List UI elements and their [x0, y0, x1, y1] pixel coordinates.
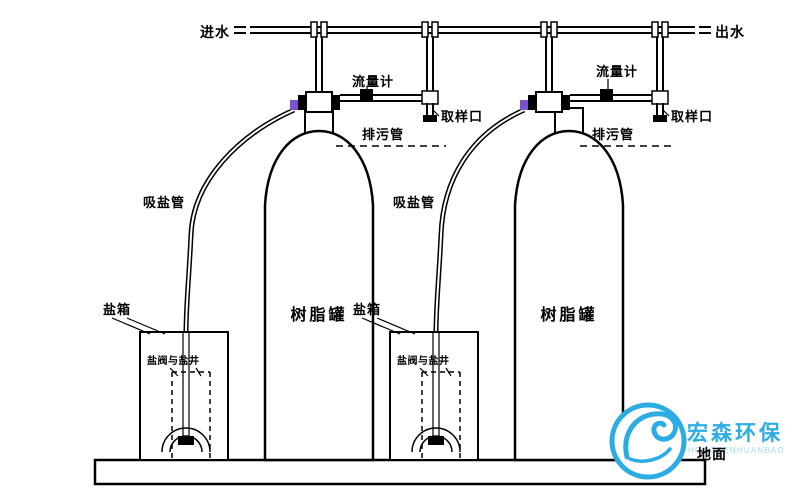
salt-valve-well-1-label: 盐阀与盐井: [147, 354, 200, 367]
salt-box-1-label: 盐箱: [103, 302, 131, 317]
tank-1-vessel: [263, 129, 375, 462]
flow-meter-2-fitting: [600, 89, 613, 102]
flow-meter-2-label: 流量计: [596, 64, 638, 79]
resin-tank-2-label: 树脂罐: [540, 305, 597, 324]
drain-pipe-1-label: 排污管: [362, 127, 404, 142]
salt-suction-pipe-2: [433, 107, 526, 335]
valve-2-purple-fitting: [520, 100, 528, 110]
sampling-port-2-label: 取样口: [671, 109, 713, 124]
sampling-port-1-label: 取样口: [441, 109, 483, 124]
inlet-label: 进水: [200, 24, 230, 40]
outlet-pipe-2: [570, 89, 669, 122]
outlet-pipe-1: [340, 89, 439, 122]
elbow-1: [421, 90, 439, 105]
resin-tank-1: 树脂罐: [263, 107, 375, 462]
salt-valve-well-2-label: 盐阀与盐井: [397, 354, 450, 367]
logo-mark-wave: [628, 447, 672, 463]
logo-mark: [623, 411, 678, 460]
sampling-port-2-cap: [653, 115, 667, 122]
main-pipe-flanges: [310, 21, 669, 38]
resin-tank-2: 树脂罐: [513, 107, 625, 462]
drain-pipe-2-label: 排污管: [592, 127, 634, 142]
logo-subtitle-text: HONGSENHUANBAO: [688, 446, 785, 455]
salt-box-2-label: 盐箱: [353, 302, 381, 317]
logo-name-text: 宏森环保: [687, 421, 783, 445]
elbow-2: [651, 90, 669, 105]
base-platform: [93, 458, 707, 486]
labels: 进水 出水 流量计 流量计 取样口 取样口 排污管 排污管 吸盐管 吸盐管 盐箱…: [103, 24, 745, 335]
flow-meter-1-label: 流量计: [352, 74, 394, 89]
flow-meter-1-fitting: [360, 89, 373, 102]
main-pipe: [234, 26, 711, 34]
salt-suction-pipe-1: [183, 107, 296, 335]
control-valve-1: [290, 91, 340, 113]
brine-valve-1: [178, 436, 194, 445]
salt-box-2: 盐阀与盐井: [389, 331, 479, 461]
valve-1-purple-fitting: [290, 100, 298, 110]
brine-valve-2: [428, 436, 444, 445]
company-logo: 宏森环保 HONGSENHUANBAO: [609, 402, 785, 480]
ground-label: 地面: [697, 446, 727, 462]
salt-box-1: 盐阀与盐井: [139, 331, 229, 461]
riser-pipes: [315, 33, 664, 93]
tank-2-vessel: [513, 129, 625, 462]
control-valve-2: [520, 91, 570, 113]
sampling-port-1-cap: [423, 115, 437, 122]
salt-suction-pipe-1-label: 吸盐管: [143, 195, 185, 210]
resin-tank-1-label: 树脂罐: [290, 305, 347, 324]
salt-suction-pipe-2-label: 吸盐管: [393, 195, 435, 210]
outlet-label: 出水: [715, 24, 745, 40]
